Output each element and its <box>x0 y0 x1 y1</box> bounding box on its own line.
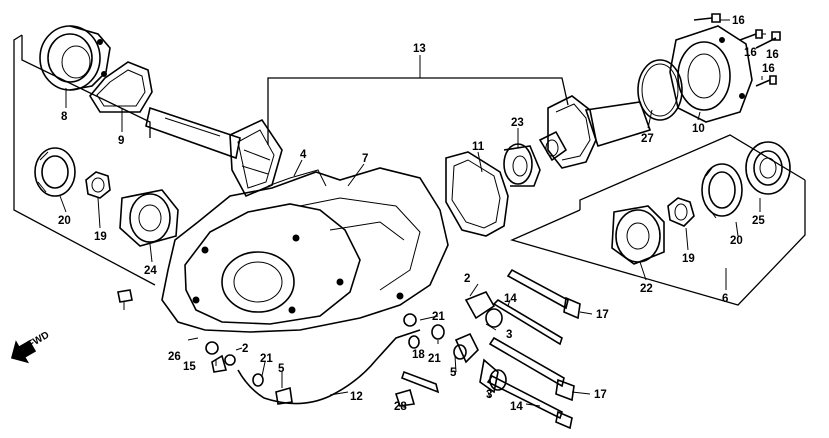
callout-8: 8 <box>61 111 68 123</box>
callout-2-b: 2 <box>242 343 248 355</box>
callout-16-d: 16 <box>762 63 775 75</box>
callout-3-b: 3 <box>486 389 492 401</box>
left-group-frame-top <box>21 35 151 138</box>
callout-28: 28 <box>394 401 407 413</box>
pinion-shaft-left <box>145 106 283 198</box>
callout-2-a: 2 <box>464 273 470 285</box>
o-ring-right <box>637 59 683 121</box>
callout-12: 12 <box>350 391 363 403</box>
callout-17-b: 17 <box>594 389 607 401</box>
seal-ring-right <box>701 163 743 219</box>
small-fasteners <box>117 289 467 407</box>
callout-19-left: 19 <box>94 231 107 243</box>
bearing-right <box>611 205 665 265</box>
callout-27: 27 <box>641 133 654 145</box>
long-bolts <box>486 268 581 430</box>
bolts-16 <box>693 13 781 87</box>
right-group-frame-top <box>579 134 806 210</box>
gasket-center <box>445 151 509 237</box>
callout-9: 9 <box>118 135 124 147</box>
callout-7: 7 <box>362 153 368 165</box>
callout-14-a: 14 <box>504 293 517 305</box>
bearing-holder-right <box>669 25 753 123</box>
lock-nut-left <box>85 171 111 199</box>
callout-20-right: 20 <box>730 235 743 247</box>
callout-5-a: 5 <box>450 367 457 379</box>
seal-right <box>745 141 791 195</box>
callout-21-a: 21 <box>432 311 445 323</box>
mounting-stays <box>454 290 507 394</box>
callout-22: 22 <box>640 283 653 295</box>
callout-16-b: 16 <box>744 47 757 59</box>
callout-5-b: 5 <box>278 363 285 375</box>
callout-23: 23 <box>511 117 524 129</box>
breather-tube <box>237 329 421 405</box>
leader-lines <box>59 19 766 408</box>
final-drive-case <box>161 167 449 333</box>
callout-20-left: 20 <box>58 215 71 227</box>
callout-14-b: 14 <box>510 401 523 413</box>
left-group-frame <box>13 34 156 286</box>
callout-21-b: 21 <box>428 353 441 365</box>
callout-21-c: 21 <box>260 353 273 365</box>
callout-3-a: 3 <box>506 329 512 341</box>
bearing-small-center <box>503 143 541 187</box>
callout-18: 18 <box>412 349 425 361</box>
callout-13: 13 <box>413 43 426 55</box>
seal-ring-left <box>34 147 76 197</box>
callout-24: 24 <box>144 265 157 277</box>
callout-11: 11 <box>472 141 485 153</box>
gear-set-bracket <box>267 77 569 145</box>
callout-4: 4 <box>300 149 307 161</box>
callout-16-c: 16 <box>766 49 779 61</box>
callout-25: 25 <box>752 215 765 227</box>
callout-10: 10 <box>692 123 705 135</box>
callout-16-a: 16 <box>732 15 745 27</box>
callout-19-right: 19 <box>682 253 695 265</box>
callout-17-a: 17 <box>596 309 609 321</box>
ring-gear-shaft-right <box>538 95 652 169</box>
callout-15: 15 <box>183 361 196 373</box>
forward-label: FWD <box>26 330 51 351</box>
gasket-left <box>89 61 153 113</box>
right-group-frame <box>510 180 806 306</box>
callout-6: 6 <box>722 293 728 305</box>
bearing-left <box>119 189 179 247</box>
forward-arrow-icon <box>10 340 37 364</box>
callout-26: 26 <box>168 351 181 363</box>
lock-nut-right <box>667 197 695 227</box>
bearing-holder-left <box>39 25 111 91</box>
